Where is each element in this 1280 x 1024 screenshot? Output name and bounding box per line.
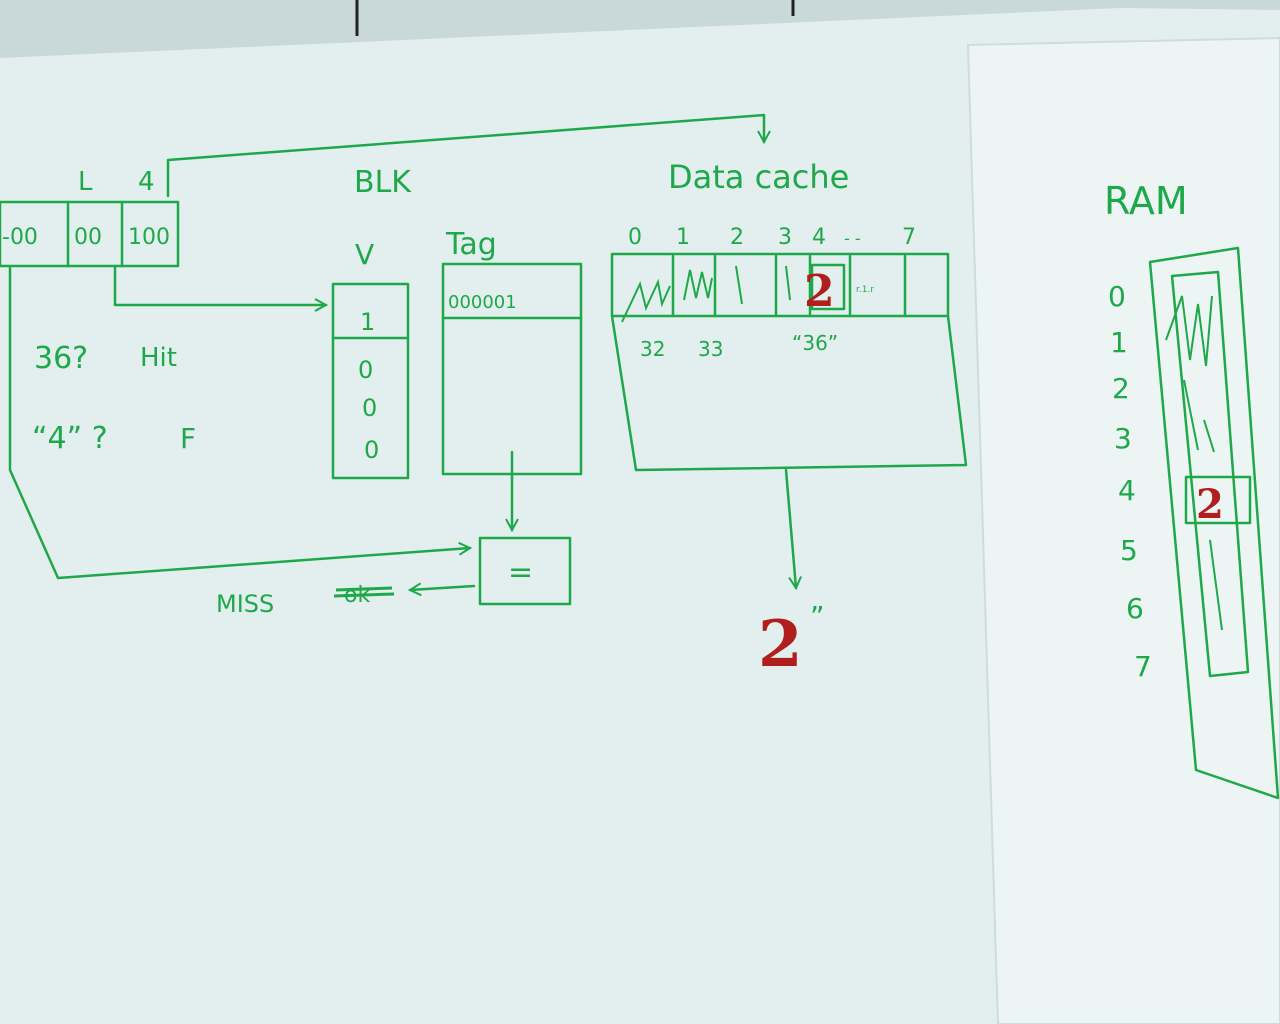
blk-title: BLK <box>354 165 412 200</box>
data-cache-col-2: 2 <box>730 225 744 250</box>
ram-index-4: 4 <box>1118 474 1136 507</box>
data-cache-label-33: 33 <box>698 337 723 361</box>
question-36: 36? <box>34 341 88 376</box>
ram-index-0: 0 <box>1108 280 1126 313</box>
ram-title: RAM <box>1104 179 1188 223</box>
ram-selected-cell <box>1184 475 1252 525</box>
valid-header: V <box>355 238 374 271</box>
tag-first-entry: 000001 <box>448 292 517 313</box>
data-cache-label-36: “36” <box>792 331 838 355</box>
output-quote: ” <box>810 600 825 633</box>
data-cache-col-1: 1 <box>676 225 690 250</box>
ram-red-value: 2 <box>1196 481 1224 528</box>
data-cache-col-7: 7 <box>902 225 916 250</box>
ram-index-5: 5 <box>1120 534 1138 567</box>
data-cache-col-4: 4 <box>812 225 826 250</box>
ram-index-2: 2 <box>1112 372 1130 405</box>
data-cache-col-3: 3 <box>778 225 792 250</box>
index-to-valid-arrow <box>113 264 326 305</box>
address-field-index: 00 <box>74 225 102 250</box>
data-cache-row <box>610 252 950 318</box>
address-field-offset: 100 <box>128 225 170 250</box>
valid-bit-1: 0 <box>358 356 373 384</box>
tag-title: Tag <box>445 227 497 262</box>
data-cache-col-ellipsis: - - <box>844 229 861 248</box>
comparator-box <box>478 536 572 606</box>
question-36-result: Hit <box>140 343 177 373</box>
miss-strike-line-2 <box>333 592 395 598</box>
miss-label: MISS <box>216 590 274 618</box>
ram-index-3: 3 <box>1114 422 1132 455</box>
address-field-tag: -00 <box>2 225 38 250</box>
data-cache-label-32: 32 <box>640 337 665 361</box>
output-red-value: 2 <box>758 607 803 682</box>
miss-strike-line-1 <box>335 586 393 592</box>
data-cache-body <box>610 314 968 472</box>
data-cache-cell-note: r.1.r <box>856 285 874 295</box>
right-sheet <box>966 36 1280 1024</box>
address-top-label-l: L <box>78 167 93 197</box>
ram-index-6: 6 <box>1126 592 1144 625</box>
ram-inner-column <box>1170 270 1250 678</box>
valid-bit-0: 1 <box>360 308 375 336</box>
ram-hatching <box>1165 295 1223 631</box>
data-cache-red-value: 2 <box>804 266 835 317</box>
tag-to-comparator-arrow <box>8 266 470 580</box>
valid-column <box>331 282 410 480</box>
offset-to-data-cache-arrow <box>166 113 764 198</box>
ram-index-1: 1 <box>1110 326 1128 359</box>
selected-byte-box <box>810 263 846 311</box>
valid-bit-3: 0 <box>364 436 379 464</box>
ram-outer-frame <box>1148 246 1280 800</box>
question-4: “4” ? <box>32 421 108 456</box>
address-top-label-4: 4 <box>138 167 155 197</box>
data-cache-hatching <box>621 265 791 323</box>
comparator-to-miss-arrow <box>410 586 476 590</box>
valid-bit-2: 0 <box>362 394 377 422</box>
question-4-result: F <box>180 422 196 455</box>
data-cache-title: Data cache <box>668 158 849 196</box>
address-box <box>0 200 180 268</box>
comparator-symbol: = <box>508 555 533 590</box>
data-cache-col-0: 0 <box>628 225 642 250</box>
ram-index-7: 7 <box>1134 650 1152 683</box>
main-sheet <box>0 8 1280 1024</box>
data-cache-output-arrow <box>784 468 796 588</box>
